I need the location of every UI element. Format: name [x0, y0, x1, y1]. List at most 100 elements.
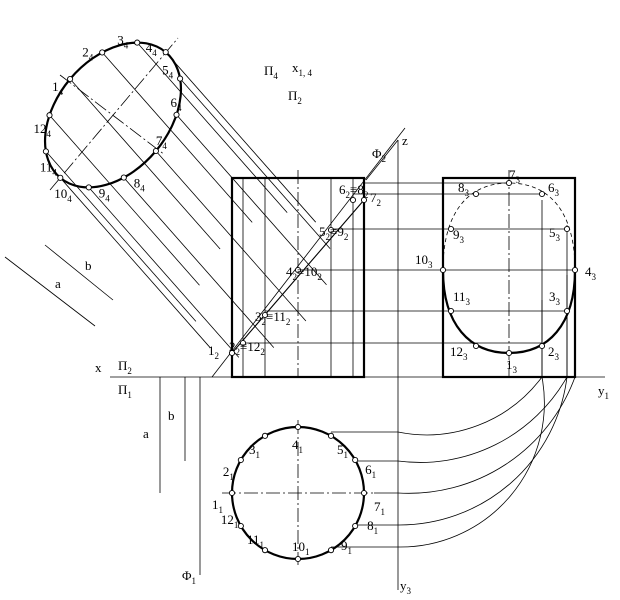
front-point-label-5: 52≡92: [319, 224, 348, 242]
dim-a-line-aux: [4, 256, 96, 327]
front-point-5: [327, 226, 335, 234]
aux-projector-6: [165, 51, 317, 223]
plane-phi1-label: Φ1: [182, 568, 196, 586]
top-point-label-5: 51: [337, 442, 348, 460]
top-point-label-6: 61: [365, 462, 376, 480]
aux-point-label-5: 54: [162, 63, 174, 81]
aux-point-1: [67, 75, 74, 83]
aux-projector-3: [69, 78, 221, 250]
top-point-label-3: 31: [249, 442, 260, 460]
front-point-label-7: 72: [370, 190, 381, 208]
projection-lines: [45, 42, 576, 548]
axis-y1-label: y1: [598, 383, 609, 401]
aux-point-label-9: 94: [99, 185, 111, 203]
front-section-line: [231, 199, 365, 354]
side-point-label-6: 63: [548, 180, 560, 198]
aux-projector-10: [123, 177, 275, 348]
front-point-1: [228, 349, 236, 357]
side-point-label-11: 113: [453, 289, 471, 307]
top-point-label-8: 81: [367, 518, 378, 536]
top-point-4: [294, 423, 302, 431]
side-point-10: [439, 266, 447, 274]
aux-point-10: [57, 174, 64, 181]
aux-point-7: [152, 147, 159, 155]
aux-point-label-11: 114: [40, 159, 58, 177]
top-point-5: [327, 432, 335, 439]
dim-b-label-aux: b: [85, 258, 92, 273]
top-point-11: [261, 547, 269, 554]
side-point-label-1: 13: [506, 357, 518, 375]
side-point-7: [505, 179, 513, 187]
aux-point-label-12: 124: [33, 121, 51, 139]
top-point-label-4: 41: [292, 437, 303, 455]
aux-point-label-7: 74: [156, 133, 168, 151]
side-point-11: [447, 307, 455, 315]
side-point-2: [538, 342, 546, 350]
top-point-label-12: 121: [221, 512, 239, 530]
aux-projector-4: [101, 52, 253, 223]
aux-projector-2: [49, 114, 200, 286]
aux-point-3: [134, 39, 141, 46]
side-point-label-12: 123: [450, 344, 468, 362]
side-point-4: [571, 266, 579, 274]
top-point-3: [261, 432, 269, 439]
side-point-label-2: 23: [548, 344, 560, 362]
plane-pi2b-label: Π2: [288, 88, 302, 106]
front-view: [230, 170, 366, 379]
plane-phi2-label: Φ2: [372, 146, 386, 164]
dim-a-label-aux: a: [55, 276, 61, 291]
top-point-7: [360, 489, 368, 497]
plane-pi4-label: Π4: [264, 63, 278, 81]
top-point-label-10: 101: [292, 539, 310, 557]
plane-labels: Π2 Π1 Π4 Π2 Φ2 Φ1: [118, 63, 386, 586]
top-point-9: [327, 547, 335, 554]
aux-point-label-6: 64: [171, 95, 183, 113]
top-point-8: [352, 522, 359, 530]
side-point-label-5: 53: [549, 225, 561, 243]
aux-point-8: [120, 174, 127, 181]
transfer-arc-1: [397, 376, 543, 436]
top-point-10: [294, 555, 302, 563]
top-point-6: [352, 456, 359, 464]
side-point-9: [447, 225, 455, 233]
aux-minor-axis: [59, 74, 166, 156]
side-point-12: [472, 342, 480, 350]
side-point-label-7: 73: [509, 167, 521, 185]
aux-point-9: [85, 184, 92, 191]
front-point-6: [349, 196, 357, 204]
transfer-arc-4: [397, 376, 568, 526]
aux-point-11: [42, 148, 49, 155]
transfer-arc-2: [397, 376, 568, 463]
side-point-label-3: 33: [549, 289, 561, 307]
front-point-label-1: 12: [208, 343, 219, 361]
axis-x-label: x: [95, 360, 102, 375]
axis-y3-label: y3: [400, 578, 412, 596]
side-point-label-10: 103: [415, 252, 433, 270]
transfer-arc-3: [397, 376, 576, 494]
phi2-line: [365, 139, 399, 181]
dim-a-label-top: a: [143, 426, 149, 441]
side-point-label-9: 93: [453, 227, 465, 245]
aux-point-label-4: 44: [146, 40, 158, 58]
side-point-3: [563, 307, 571, 315]
aux-projector-5: [136, 42, 288, 213]
dimensions: a b a b: [4, 244, 186, 493]
aux-point-6: [173, 111, 180, 118]
aux-major-axis: [49, 37, 179, 191]
aux-projector-9: [155, 150, 307, 322]
axis-z-label: z: [402, 133, 408, 148]
pi4-axis-tip: [397, 127, 406, 138]
plane-pi1-label: Π1: [118, 382, 132, 400]
aux-point-label-3: 34: [117, 33, 128, 51]
top-point-label-7: 71: [374, 499, 385, 517]
transfer-arc-5: [397, 376, 545, 548]
top-point-label-11: 111: [247, 532, 264, 550]
side-point-label-4: 43: [585, 264, 597, 282]
top-point-1: [228, 489, 236, 497]
top-point-2: [237, 456, 244, 464]
aux-point-label-8: 84: [134, 176, 146, 194]
aux-point-label-10: 104: [54, 186, 72, 204]
